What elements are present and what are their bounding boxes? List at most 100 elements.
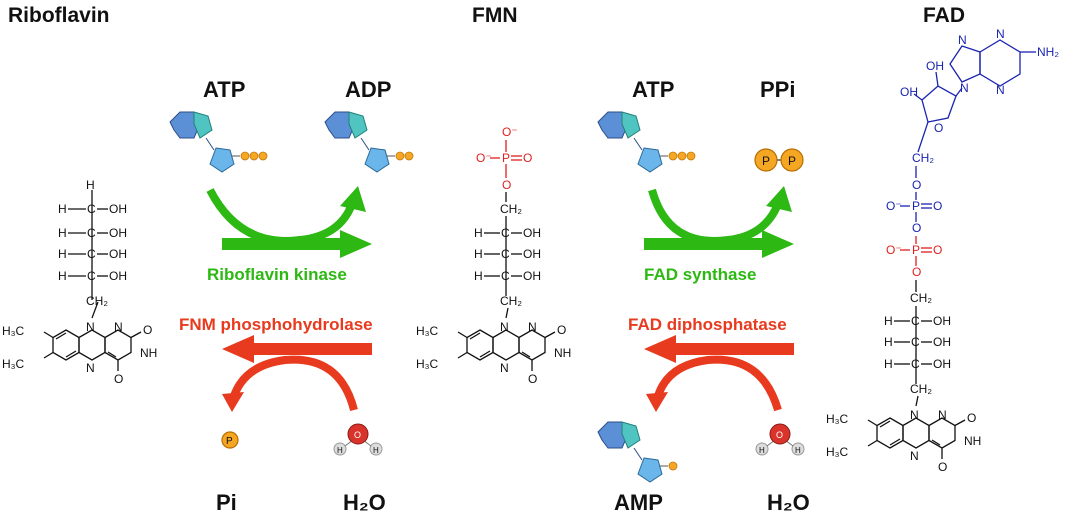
rf-o-2: O xyxy=(143,323,152,337)
fmn-h3c-1: H₃C xyxy=(416,324,439,338)
pi-label: Pi xyxy=(216,490,237,515)
rf-oh-4: OH xyxy=(109,269,127,283)
rf-c-3: C xyxy=(87,247,96,261)
riboflavin-kinase-label: Riboflavin kinase xyxy=(207,265,347,284)
rf-h-2: H xyxy=(58,226,67,240)
fmn-p: P xyxy=(502,151,510,165)
rf-ch2: CH₂ xyxy=(86,294,108,308)
rf-o-4: O xyxy=(114,372,123,386)
fad-adenine-n3: N xyxy=(996,83,1005,97)
rf-c-2: C xyxy=(87,226,96,240)
fad-h-2: H xyxy=(884,335,893,349)
fad-o-minus-2: O⁻ xyxy=(886,243,902,257)
pi-p-letter: P xyxy=(226,436,233,447)
fad-o-dbl-1: O xyxy=(933,199,942,213)
atp-label-2: ATP xyxy=(632,77,674,102)
fad-c-2: C xyxy=(911,335,920,349)
fad-ch2: CH₂ xyxy=(910,382,932,396)
fad-p-1: P xyxy=(912,199,920,213)
fmn-h3c-2: H₃C xyxy=(416,357,439,371)
fmn-c-1: C xyxy=(501,226,510,240)
water-h-1: H xyxy=(337,446,343,455)
fad-adenine-n1: N xyxy=(996,27,1005,41)
fad-c-1: C xyxy=(911,314,920,328)
fmn-n-1: N xyxy=(528,320,537,334)
rf-h3c-1: H₃C xyxy=(2,324,25,338)
h2o-label-2: H₂O xyxy=(767,490,810,515)
fad-ribose-ch2: CH₂ xyxy=(912,151,934,165)
fad-n-5: N xyxy=(910,449,919,463)
rf-c-4: C xyxy=(87,269,96,283)
fmn-c-2: C xyxy=(501,247,510,261)
fad-o-link-1: O xyxy=(912,178,921,192)
atp-icon-1 xyxy=(169,111,268,173)
fmn-o-4: O xyxy=(528,372,537,386)
rf-h-4: H xyxy=(58,269,67,283)
amp-icon xyxy=(597,421,678,483)
rf-oh-3: OH xyxy=(109,247,127,261)
fmn-structure: O⁻ O⁻ P O O CH₂ H C OH H C OH H C xyxy=(416,125,571,386)
fad-adenine-n7: N xyxy=(958,33,967,47)
fad-n-1: N xyxy=(938,408,947,422)
fad-title: FAD xyxy=(923,4,965,27)
water-h-2: H xyxy=(373,446,379,455)
ppi-p-letter-1: P xyxy=(762,154,770,168)
fad-o-bridge: O xyxy=(912,221,921,235)
water2-h-1: H xyxy=(759,446,765,455)
fad-diphosphatase-label: FAD diphosphatase xyxy=(628,315,787,334)
fad-h-3: H xyxy=(884,357,893,371)
fmn-o-dbl: O xyxy=(523,151,532,165)
atp-label-1: ATP xyxy=(203,77,245,102)
ppi-label: PPi xyxy=(760,77,795,102)
riboflavin-kinase-arrow xyxy=(206,186,372,258)
water-icon-2: H H O xyxy=(755,423,805,456)
fad-structure: N N N N NH₂ OH OH O CH₂ O O⁻ P O O O⁻ P … xyxy=(826,27,1059,474)
adp-icon xyxy=(324,111,414,173)
fmn-ch2: CH₂ xyxy=(500,294,522,308)
h2o-label-1: H₂O xyxy=(343,490,386,515)
riboflavin-title: Riboflavin xyxy=(8,4,110,27)
rf-h-top: H xyxy=(86,178,95,192)
rf-oh-1: OH xyxy=(109,202,127,216)
fad-h3c-1: H₃C xyxy=(826,412,849,426)
fmn-h-3: H xyxy=(474,269,483,283)
fad-h-1: H xyxy=(884,314,893,328)
fad-oh-3: OH xyxy=(933,357,951,371)
ppi-p-letter-2: P xyxy=(788,154,796,168)
water2-h-2: H xyxy=(795,446,801,455)
water-icon-1: H H O xyxy=(333,423,383,456)
fad-ribose-oh-1: OH xyxy=(926,59,944,73)
pi-icon: P xyxy=(221,431,239,449)
fad-adenine-n9: N xyxy=(960,81,969,95)
water2-o: O xyxy=(776,430,783,440)
fmn-o-minus-top: O⁻ xyxy=(502,125,518,139)
rf-h-1: H xyxy=(58,202,67,216)
fad-o-dbl-2: O xyxy=(933,243,942,257)
fmn-o-2: O xyxy=(557,323,566,337)
fmn-title: FMN xyxy=(472,4,518,27)
fad-synthase-arrow xyxy=(644,186,794,258)
fad-nh: NH xyxy=(964,434,981,448)
ppi-icon: P P xyxy=(754,148,804,172)
water-o: O xyxy=(354,430,361,440)
fmn-oh-3: OH xyxy=(523,269,541,283)
fad-synthase-label: FAD synthase xyxy=(644,265,756,284)
fad-ribose-oh-2: OH xyxy=(900,85,918,99)
fmn-h-1: H xyxy=(474,226,483,240)
fad-o-4: O xyxy=(938,460,947,474)
riboflavin-structure: H H C OH H C OH H C OH H C OH xyxy=(2,178,157,386)
fmn-nh: NH xyxy=(554,346,571,360)
fad-c-3: C xyxy=(911,357,920,371)
amp-label: AMP xyxy=(614,490,663,515)
fad-n-10: N xyxy=(910,408,919,422)
atp-icon-2 xyxy=(597,111,696,173)
fnm-phosphohydrolase-arrow xyxy=(222,335,372,412)
fmn-c-3: C xyxy=(501,269,510,283)
fad-oh-1: OH xyxy=(933,314,951,328)
fad-nh2: NH₂ xyxy=(1037,45,1059,59)
fad-o-2: O xyxy=(967,411,976,425)
rf-oh-2: OH xyxy=(109,226,127,240)
rf-h-3: H xyxy=(58,247,67,261)
